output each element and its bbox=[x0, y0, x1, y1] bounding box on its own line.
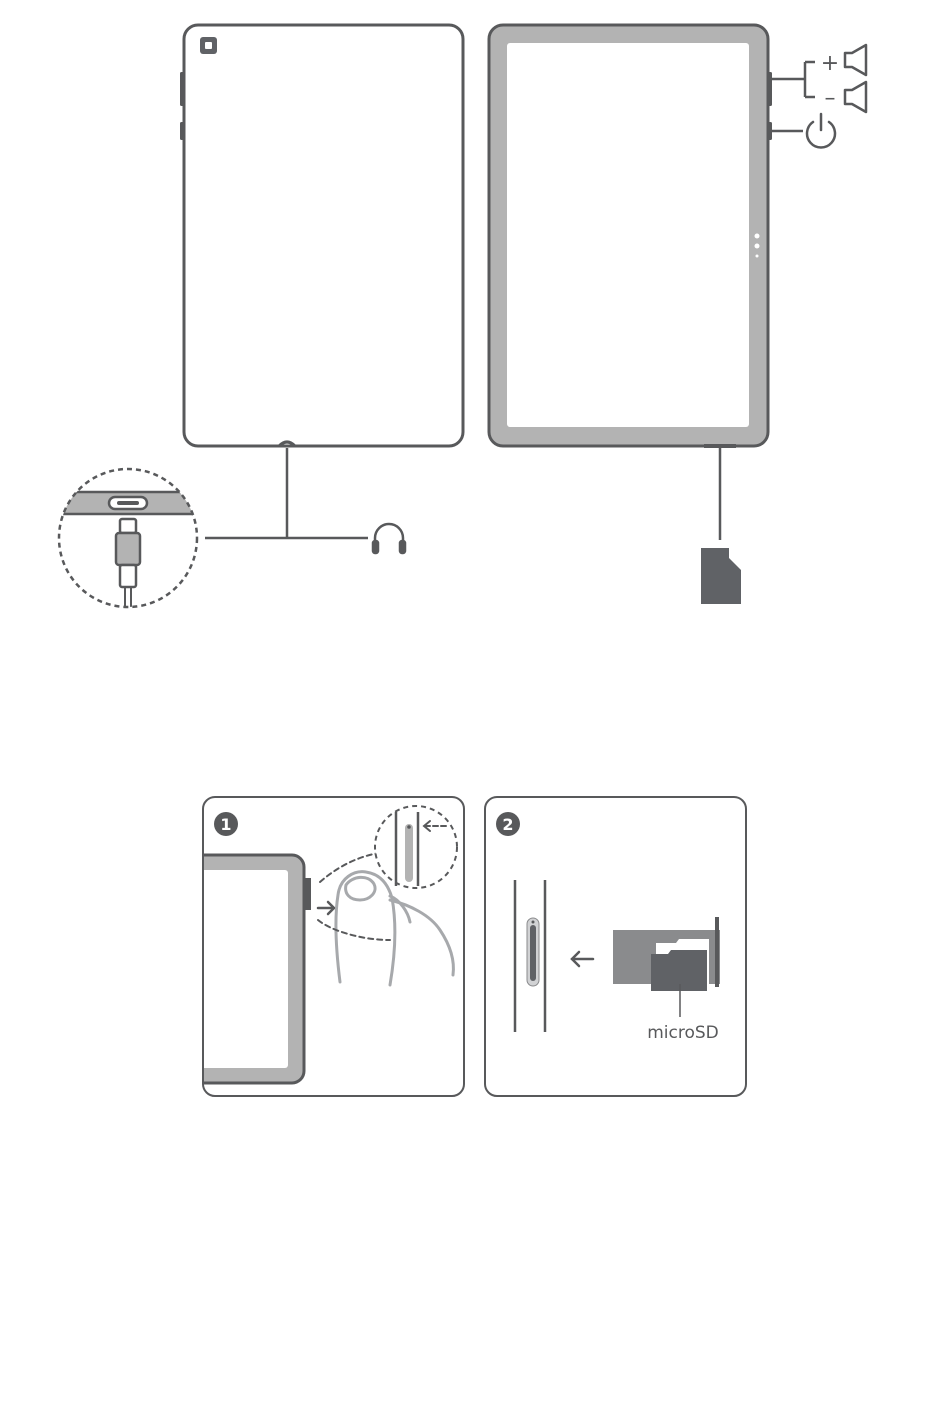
microsd-card-icon bbox=[701, 548, 741, 604]
power-button bbox=[768, 122, 772, 140]
sensor-dot bbox=[756, 255, 759, 258]
volume-rocker bbox=[768, 72, 772, 106]
step-2-number: 2 bbox=[502, 815, 513, 834]
volume-callout bbox=[772, 62, 815, 97]
tablet-front-view: + – bbox=[489, 25, 866, 604]
tablet-back-view bbox=[55, 25, 463, 610]
rear-camera-icon bbox=[200, 37, 217, 54]
speaker-icon bbox=[845, 45, 866, 75]
step-2-panel: 2 microSD bbox=[485, 797, 746, 1096]
usb-c-cable-icon bbox=[116, 519, 140, 610]
microsd-label: microSD bbox=[647, 1023, 719, 1043]
microsd-card-icon bbox=[651, 950, 707, 991]
volume-up-label: + bbox=[821, 51, 839, 76]
power-icon bbox=[807, 114, 835, 147]
tablet-screen bbox=[507, 43, 749, 427]
card-tray-slot bbox=[303, 878, 311, 910]
speaker-icon bbox=[845, 82, 866, 112]
volume-down-label: – bbox=[825, 86, 836, 111]
sensor-dot bbox=[755, 244, 760, 249]
usb-c-port-zoom bbox=[55, 469, 205, 610]
side-button-power bbox=[180, 122, 184, 140]
step-1-panel: 1 bbox=[170, 797, 464, 1096]
tablet-back-body bbox=[184, 25, 463, 446]
eject-hole-zoom bbox=[375, 806, 457, 888]
headphones-icon bbox=[373, 524, 405, 553]
side-button-volume bbox=[180, 72, 184, 106]
step-1-number: 1 bbox=[220, 815, 231, 834]
sensor-dot bbox=[755, 234, 760, 239]
